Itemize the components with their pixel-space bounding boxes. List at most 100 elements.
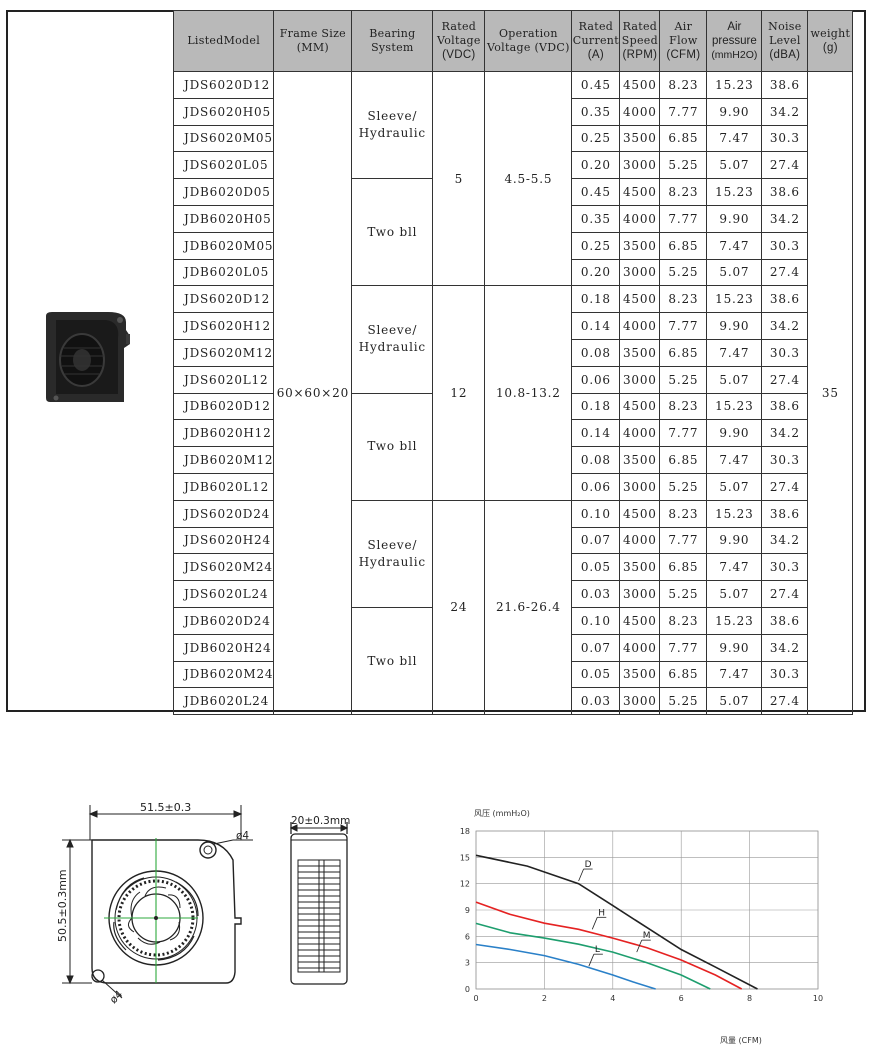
airflow-cell: 5.25 [659,365,708,394]
current-cell: 0.08 [571,446,621,474]
pressure-cell: 7.47 [706,446,763,474]
airflow-cell: 5.25 [659,687,708,716]
model-cell: JDS6020H12 [172,312,275,340]
noise-cell: 38.6 [761,178,809,206]
current-cell: 0.10 [571,499,621,528]
airflow-cell: 7.77 [659,97,708,126]
speed-cell: 3000 [619,151,661,180]
model-cell: JDS6020L12 [172,365,275,394]
current-cell: 0.14 [571,419,621,448]
y-tick-label: 15 [460,853,470,862]
airflow-cell: 6.85 [659,231,708,260]
speed-cell: 3000 [619,580,661,608]
speed-cell: 4500 [619,285,661,314]
model-cell: JDB6020H05 [172,204,275,233]
pressure-cell: 5.07 [706,258,763,287]
series-L-leader [588,954,595,967]
pressure-cell: 15.23 [706,178,763,206]
airflow-cell: 6.85 [659,446,708,474]
airflow-cell: 6.85 [659,338,708,367]
operation-voltage-cell: 10.8-13.2 [484,285,573,501]
rated-voltage-cell: 12 [432,285,486,501]
pressure-cell: 9.90 [706,419,763,448]
height-dimension: 50.5±0.3mm [56,869,69,942]
current-cell: 0.35 [571,97,621,126]
noise-cell: 38.6 [761,285,809,314]
rated-voltage-cell: 5 [432,70,486,287]
noise-cell: 30.3 [761,553,809,582]
speed-cell: 4000 [619,312,661,340]
airflow-cell: 8.23 [659,285,708,314]
speed-cell: 4000 [619,97,661,126]
y-axis-label: 风压 (mmH₂O) [474,809,530,818]
airflow-cell: 8.23 [659,392,708,421]
noise-cell: 27.4 [761,365,809,394]
frame-size-cell: 60×60×20 [273,70,353,716]
series-H-leader [591,917,598,930]
speed-cell: 3000 [619,258,661,287]
noise-cell: 27.4 [761,472,809,501]
noise-cell: 34.2 [761,526,809,555]
model-cell: JDS6020M12 [172,338,275,367]
model-cell: JDS6020H24 [172,526,275,555]
pressure-cell: 9.90 [706,97,763,126]
noise-cell: 30.3 [761,231,809,260]
pressure-cell: 5.07 [706,365,763,394]
noise-cell: 27.4 [761,580,809,608]
x-tick-label: 4 [610,994,615,1003]
airflow-cell: 7.77 [659,204,708,233]
series-D-line [475,854,758,990]
airflow-cell: 6.85 [659,660,708,689]
y-tick-label: 6 [465,932,470,941]
noise-cell: 30.3 [761,124,809,153]
airflow-cell: 8.23 [659,178,708,206]
noise-cell: 38.6 [761,606,809,635]
series-M-leader [636,939,643,953]
airflow-cell: 7.77 [659,419,708,448]
bearing-sleeve-cell: Sleeve/Hydraulic [351,285,434,394]
x-tick-label: 2 [542,994,547,1003]
series-L-line [475,943,656,990]
y-tick-label: 9 [465,906,470,915]
rated-voltage-cell: 24 [432,499,486,716]
hole-top-label: ø4 [236,830,249,842]
speed-cell: 4000 [619,633,661,662]
model-cell: JDB6020H12 [172,419,275,448]
noise-cell: 27.4 [761,687,809,716]
model-cell: JDS6020L24 [172,580,275,608]
speed-cell: 4500 [619,606,661,635]
speed-cell: 3000 [619,365,661,394]
current-cell: 0.45 [571,71,621,99]
y-tick-label: 18 [460,827,470,836]
model-cell: JDB6020L24 [172,687,275,716]
current-cell: 0.35 [571,204,621,233]
noise-cell: 27.4 [761,151,809,180]
bearing-ball-cell: Two bll [351,606,434,716]
noise-cell: 34.2 [761,204,809,233]
bearing-ball-cell: Two bll [351,178,434,287]
series-L-label: L [595,945,600,955]
current-cell: 0.18 [571,285,621,314]
series-M-label: M [643,931,651,941]
speed-cell: 4000 [619,204,661,233]
current-cell: 0.10 [571,606,621,635]
bearing-sleeve-cell: Sleeve/Hydraulic [351,70,434,180]
mechanical-drawing: 51.5±0.3 20±0.3mm ø4 ø4 50.5±0.3mm [56,801,350,1006]
current-cell: 0.25 [571,231,621,260]
model-cell: JDS6020D12 [172,71,275,99]
pressure-cell: 7.47 [706,553,763,582]
weight-cell: 35 [807,70,854,716]
speed-cell: 3000 [619,687,661,716]
